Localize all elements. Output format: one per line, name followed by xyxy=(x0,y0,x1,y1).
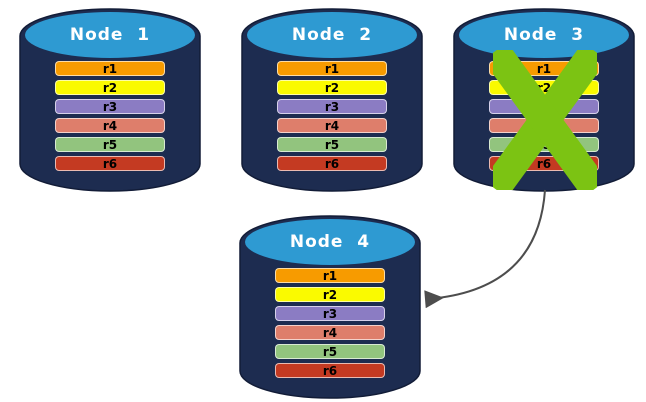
node-2: Node 2 r1 r2 r3 r4 r5 r6 xyxy=(240,6,424,194)
replica-bar: r4 xyxy=(55,118,165,133)
replica-bar: r2 xyxy=(277,80,387,95)
replica-bar: r5 xyxy=(275,344,385,359)
cylinder-top xyxy=(459,12,629,58)
cylinder-top xyxy=(245,219,415,265)
replica-bar: r6 xyxy=(277,156,387,171)
replica-bar: r2 xyxy=(275,287,385,302)
replica-list: r1 r2 r3 r4 r5 r6 xyxy=(55,61,165,171)
x-arms xyxy=(493,50,597,190)
replica-bar: r6 xyxy=(275,363,385,378)
node-title: Node 1 xyxy=(69,25,151,45)
replica-bar: r3 xyxy=(275,306,385,321)
replica-bar: r4 xyxy=(277,118,387,133)
replica-bar: r5 xyxy=(277,137,387,152)
node-4: Node 4 r1 r2 r3 r4 r5 r6 xyxy=(238,213,422,401)
replica-bar: r2 xyxy=(55,80,165,95)
replica-bar: r4 xyxy=(275,325,385,340)
replica-bar: r5 xyxy=(55,137,165,152)
arrow-curve xyxy=(424,189,546,308)
failover-arrow xyxy=(424,189,546,308)
replica-bar: r6 xyxy=(55,156,165,171)
node-3: Node 3 r1 r2 r3 r4 r5 r6 xyxy=(452,6,636,194)
node-1: Node 1 r1 r2 r3 r4 r5 r6 xyxy=(18,6,202,194)
replica-list: r1 r2 r3 r4 r5 r6 xyxy=(277,61,387,171)
cylinder-top xyxy=(247,12,417,58)
replica-bar: r1 xyxy=(275,268,385,283)
replica-list: r1 r2 r3 r4 r5 r6 xyxy=(275,268,385,378)
cylinder-top xyxy=(25,12,195,58)
failure-x-icon xyxy=(493,50,597,190)
replica-bar: r1 xyxy=(277,61,387,76)
node-title: Node 3 xyxy=(503,25,585,45)
replica-bar: r1 xyxy=(55,61,165,76)
replica-bar: r3 xyxy=(277,99,387,114)
node-title: Node 2 xyxy=(291,25,373,45)
node-title: Node 4 xyxy=(289,232,371,252)
replica-bar: r3 xyxy=(55,99,165,114)
